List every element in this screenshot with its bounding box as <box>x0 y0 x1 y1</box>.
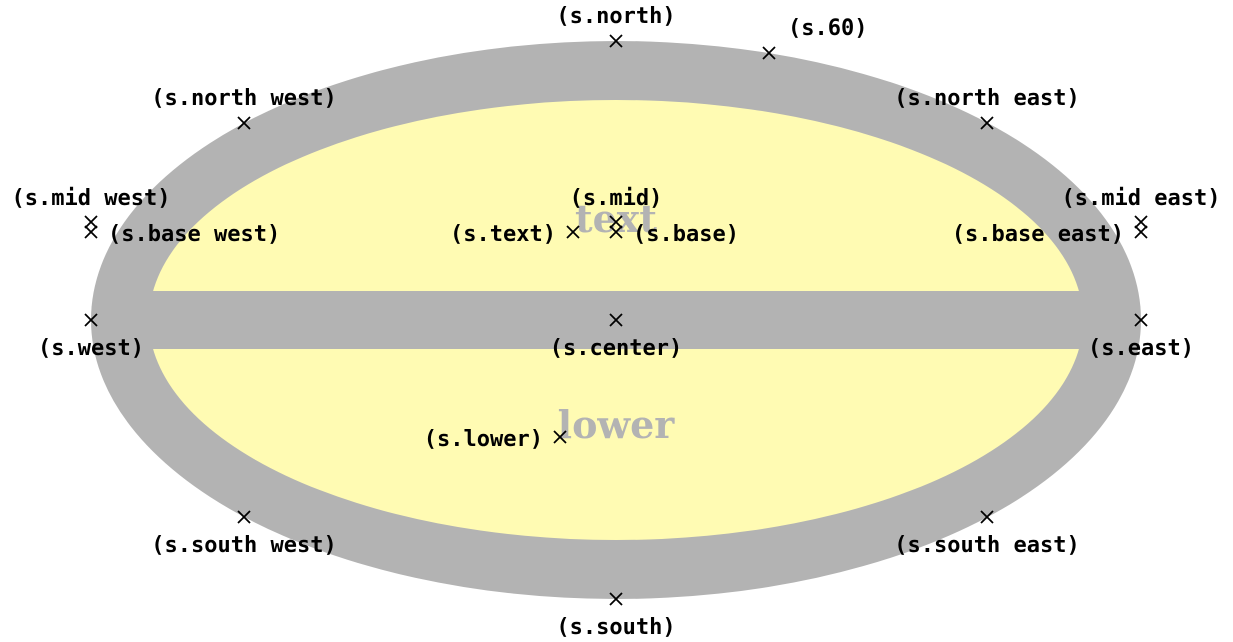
label-south-west: (s.south west) <box>151 533 336 558</box>
label-north-west: (s.north west) <box>151 86 336 111</box>
marker-base <box>609 225 623 239</box>
marker-base-east <box>1134 225 1148 239</box>
marker-mid-west <box>84 215 98 229</box>
part-text-label: text <box>575 196 657 241</box>
label-base: (s.base) <box>633 222 739 247</box>
marker-north-east <box>980 116 994 130</box>
label-north: (s.north) <box>556 4 675 29</box>
marker-north <box>609 34 623 48</box>
marker-south-west <box>237 510 251 524</box>
part-lower-label: lower <box>558 402 676 447</box>
marker-mid-east <box>1134 215 1148 229</box>
marker-base-west <box>84 225 98 239</box>
marker-text <box>566 225 580 239</box>
label-mid-east: (s.mid east) <box>1062 186 1221 211</box>
label-lower: (s.lower) <box>424 427 543 452</box>
label-60: (s.60) <box>788 16 867 41</box>
marker-north-west <box>237 116 251 130</box>
label-base-west: (s.base west) <box>108 222 280 247</box>
marker-mid <box>609 215 623 229</box>
label-mid: (s.mid) <box>570 186 663 211</box>
marker-60 <box>762 46 776 60</box>
marker-south-east <box>980 510 994 524</box>
label-center: (s.center) <box>550 336 682 361</box>
marker-east <box>1134 313 1148 327</box>
marker-lower <box>553 430 567 444</box>
label-text: (s.text) <box>450 222 556 247</box>
label-west: (s.west) <box>38 336 144 361</box>
label-south: (s.south) <box>556 615 675 640</box>
label-east: (s.east) <box>1088 336 1194 361</box>
label-north-east: (s.north east) <box>894 86 1079 111</box>
marker-west <box>84 313 98 327</box>
label-base-east: (s.base east) <box>952 222 1124 247</box>
marker-center <box>609 313 623 327</box>
label-mid-west: (s.mid west) <box>12 186 171 211</box>
marker-south <box>609 592 623 606</box>
label-south-east: (s.south east) <box>894 533 1079 558</box>
